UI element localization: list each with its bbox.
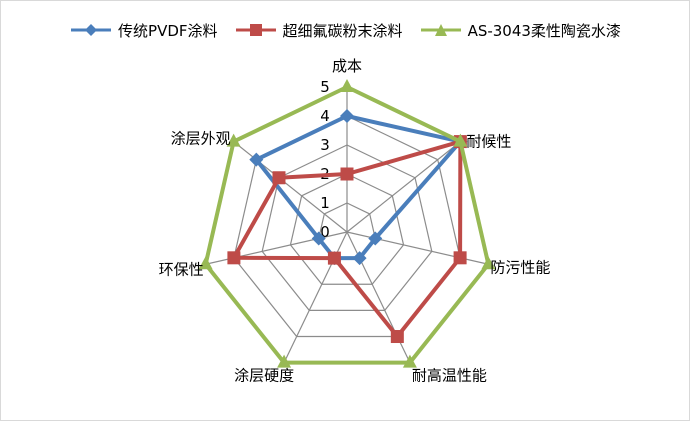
legend-label-pvdf: 传统PVDF涂料 [118, 21, 218, 40]
data-point [481, 256, 496, 270]
category-label: 耐高温性能 [412, 367, 487, 385]
legend-item-powder: 超细氟碳粉末涂料 [234, 20, 403, 41]
tick-label: 0 [320, 223, 330, 241]
legend-label-powder: 超细氟碳粉末涂料 [282, 21, 403, 40]
radar-grid [204, 86, 490, 364]
category-label: 耐候性 [466, 133, 511, 151]
series-line [254, 114, 463, 261]
data-point [340, 167, 354, 181]
tick-label: 3 [320, 136, 330, 154]
tick-label: 1 [320, 194, 330, 212]
series-0 [249, 109, 468, 266]
data-point [340, 79, 354, 92]
data-point [453, 133, 468, 147]
grid-ring-2 [289, 173, 405, 285]
data-point [340, 109, 354, 123]
data-point [390, 330, 404, 344]
category-label: 成本 [332, 57, 362, 75]
data-point [327, 251, 341, 265]
data-point [277, 354, 292, 368]
legend-marker-diamond-icon [71, 24, 112, 36]
grid-spoke-1 [346, 141, 461, 233]
series-line [203, 85, 491, 365]
data-point [352, 251, 367, 266]
tick-label: 5 [320, 78, 330, 96]
radar-series [198, 79, 496, 368]
legend-marker-triangle-icon [420, 24, 461, 36]
grid-ring-4 [233, 115, 461, 338]
legend-label-ceramic: AS-3043柔性陶瓷水漆 [467, 21, 621, 40]
category-label: 防污性能 [490, 258, 550, 276]
category-label: 涂层硬度 [234, 367, 294, 385]
grid-spoke-4 [283, 231, 348, 363]
category-label: 涂层外观 [171, 130, 231, 148]
data-point [402, 354, 417, 368]
grid-spoke-3 [346, 231, 411, 363]
tick-label: 4 [320, 107, 330, 125]
data-point [368, 231, 383, 246]
data-point [227, 251, 241, 265]
data-point [453, 251, 467, 265]
series-2 [198, 79, 496, 368]
legend: 传统PVDF涂料 超细氟碳粉末涂料 AS-3043柔性陶瓷水漆 [0, 10, 690, 50]
data-point [226, 133, 241, 147]
legend-item-pvdf: 传统PVDF涂料 [69, 20, 218, 41]
legend-item-ceramic: AS-3043柔性陶瓷水漆 [419, 20, 621, 41]
data-point [272, 171, 286, 185]
legend-marker-square-icon [235, 24, 276, 36]
data-point [198, 256, 213, 270]
data-point [311, 231, 326, 246]
series-line [231, 139, 463, 339]
data-point [249, 152, 264, 167]
category-label: 环保性 [159, 260, 204, 278]
